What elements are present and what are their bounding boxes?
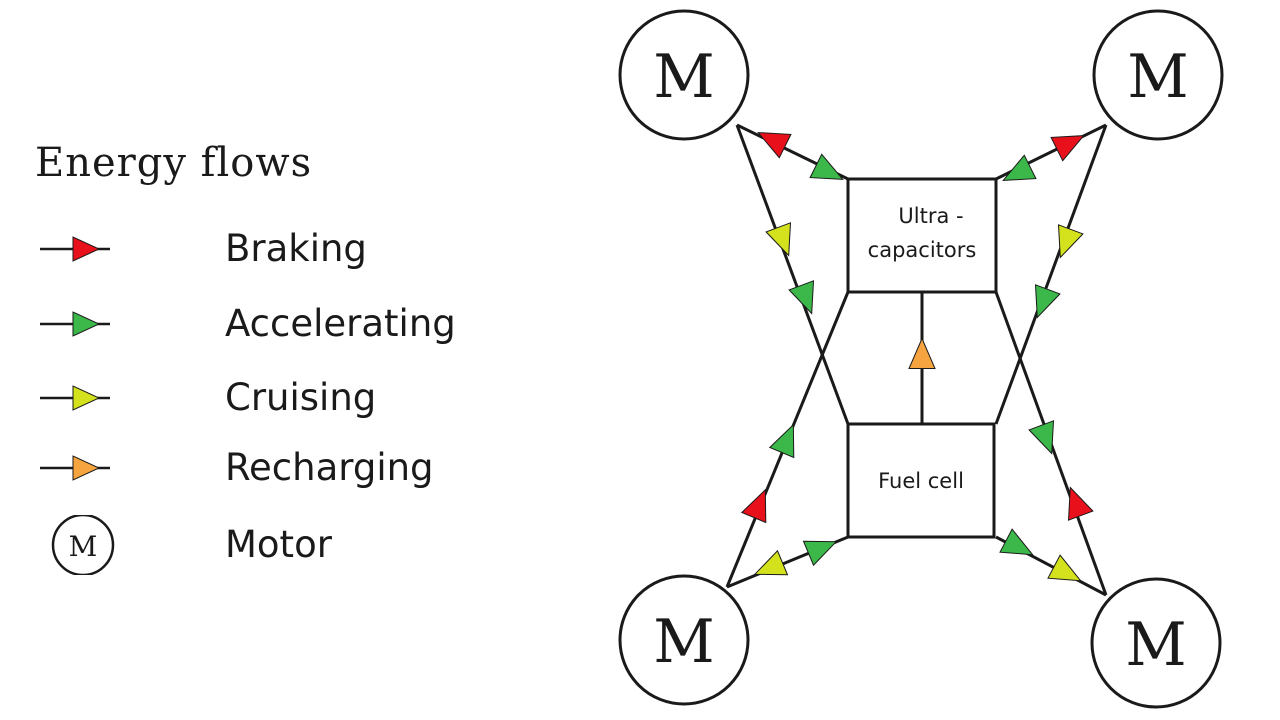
legend-item-accelerating: Accelerating: [35, 294, 515, 354]
motor-symbol: M: [1125, 610, 1186, 680]
line-tl-to-fuelcell: [735, 124, 850, 425]
line-tr-to-fuelcell: [994, 124, 1108, 425]
motor-top-right: M: [1092, 9, 1224, 141]
accelerating-flow-arrow: [788, 280, 815, 315]
cruising-flow-arrow: [1057, 224, 1084, 259]
braking-flow-arrow: [757, 132, 792, 159]
yellow-arrow-icon: [40, 385, 110, 411]
legend-title: Energy flows: [35, 140, 313, 186]
legend-item-motor: M Motor: [35, 515, 515, 575]
motor-symbol: M: [1127, 42, 1188, 112]
legend-label-recharging: Recharging: [225, 446, 434, 489]
cruising-flow-arrow: [765, 222, 792, 257]
motor-symbol: M: [653, 42, 714, 112]
motor-symbol: M: [653, 607, 714, 677]
fuel-cell-box: [846, 422, 996, 539]
accelerating-flow-arrow: [1002, 154, 1037, 181]
flow-arrows: [740, 132, 1094, 582]
red-arrow-icon: [40, 236, 110, 262]
legend-label-motor: Motor: [225, 523, 332, 566]
accelerating-flow-arrow: [999, 528, 1034, 556]
legend-label-accelerating: Accelerating: [225, 302, 456, 345]
cruising-flow-arrow: [753, 549, 789, 576]
legend-label-braking: Braking: [225, 227, 367, 270]
accelerating-flow-arrow: [802, 540, 838, 567]
legend-item-cruising: Cruising: [35, 368, 515, 428]
cruising-flow-arrow: [1047, 554, 1082, 582]
motor-circle: [1090, 577, 1222, 709]
braking-flow-arrow: [740, 488, 767, 524]
legend-label-cruising: Cruising: [225, 376, 377, 419]
braking-flow-arrow: [1050, 135, 1085, 162]
fuel-cell-label: Fuel cell: [878, 469, 964, 493]
motor-circle: [618, 574, 750, 706]
braking-flow-arrow: [1067, 486, 1094, 521]
accelerating-flow-arrow: [768, 423, 795, 459]
recharging-flow-arrow: [908, 337, 936, 369]
accelerating-flow-arrow: [1028, 420, 1055, 455]
ultracapacitors-label-line1: Ultra -: [898, 204, 963, 228]
motor-top-left: M: [618, 9, 750, 141]
motor-circle: [618, 9, 750, 141]
ultracapacitors-label-line2: capacitors: [868, 238, 977, 262]
accelerating-flow-arrow: [1034, 284, 1061, 319]
motor-icon-symbol: M: [69, 530, 98, 563]
motor-bottom-right: M: [1090, 577, 1222, 709]
legend-item-recharging: Recharging: [35, 438, 515, 498]
accelerating-flow-arrow: [809, 153, 844, 180]
ultracapacitors-box: [846, 177, 998, 294]
motor-bottom-left: M: [618, 574, 750, 706]
motor-circle: [1092, 9, 1224, 141]
motor-icon: M: [51, 515, 115, 575]
legend-item-braking: Braking: [35, 219, 515, 279]
orange-arrow-icon: [40, 455, 110, 481]
green-arrow-icon: [40, 311, 110, 337]
